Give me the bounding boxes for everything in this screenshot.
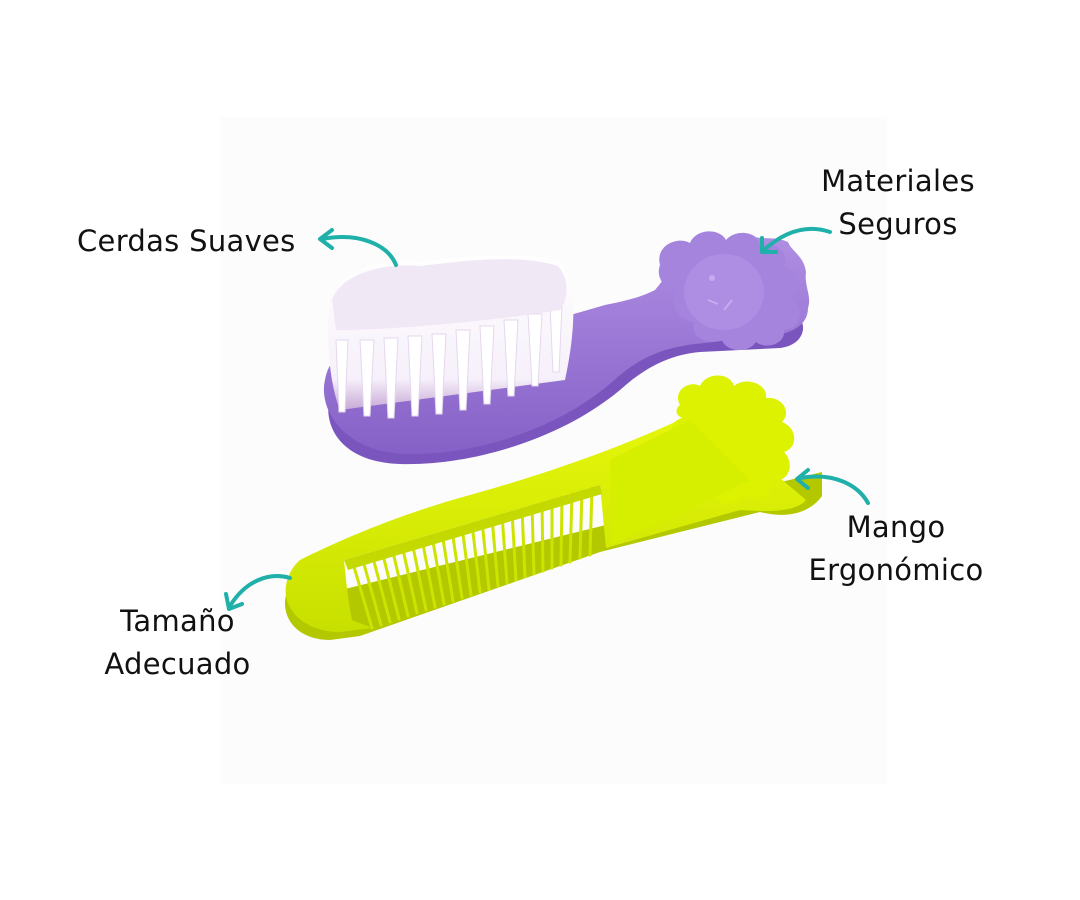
label-line: Tamaño [120,604,235,638]
comb-image [284,375,823,640]
label-materiales-seguros: Materiales Seguros [808,160,988,246]
annotation-arrows [224,226,870,611]
arrow-materiales-icon [760,226,832,254]
label-line: Adecuado [104,647,251,681]
label-cerdas-suaves: Cerdas Suaves [77,220,296,263]
label-tamano-adecuado: Tamaño Adecuado [90,600,265,686]
comb-teeth [350,486,594,630]
bristles [328,255,574,419]
label-mango-ergonomico: Mango Ergonómico [796,506,996,592]
label-line: Mango [846,510,946,544]
brush-image [323,231,810,465]
label-line: Ergonómico [808,553,984,587]
arrow-cerdas-icon [318,228,398,267]
label-line: Seguros [838,207,958,241]
label-line: Materiales [821,164,975,198]
arrow-mango-icon [795,468,870,505]
arrow-tamano-icon [224,574,292,611]
label-line: Cerdas Suaves [77,224,296,258]
